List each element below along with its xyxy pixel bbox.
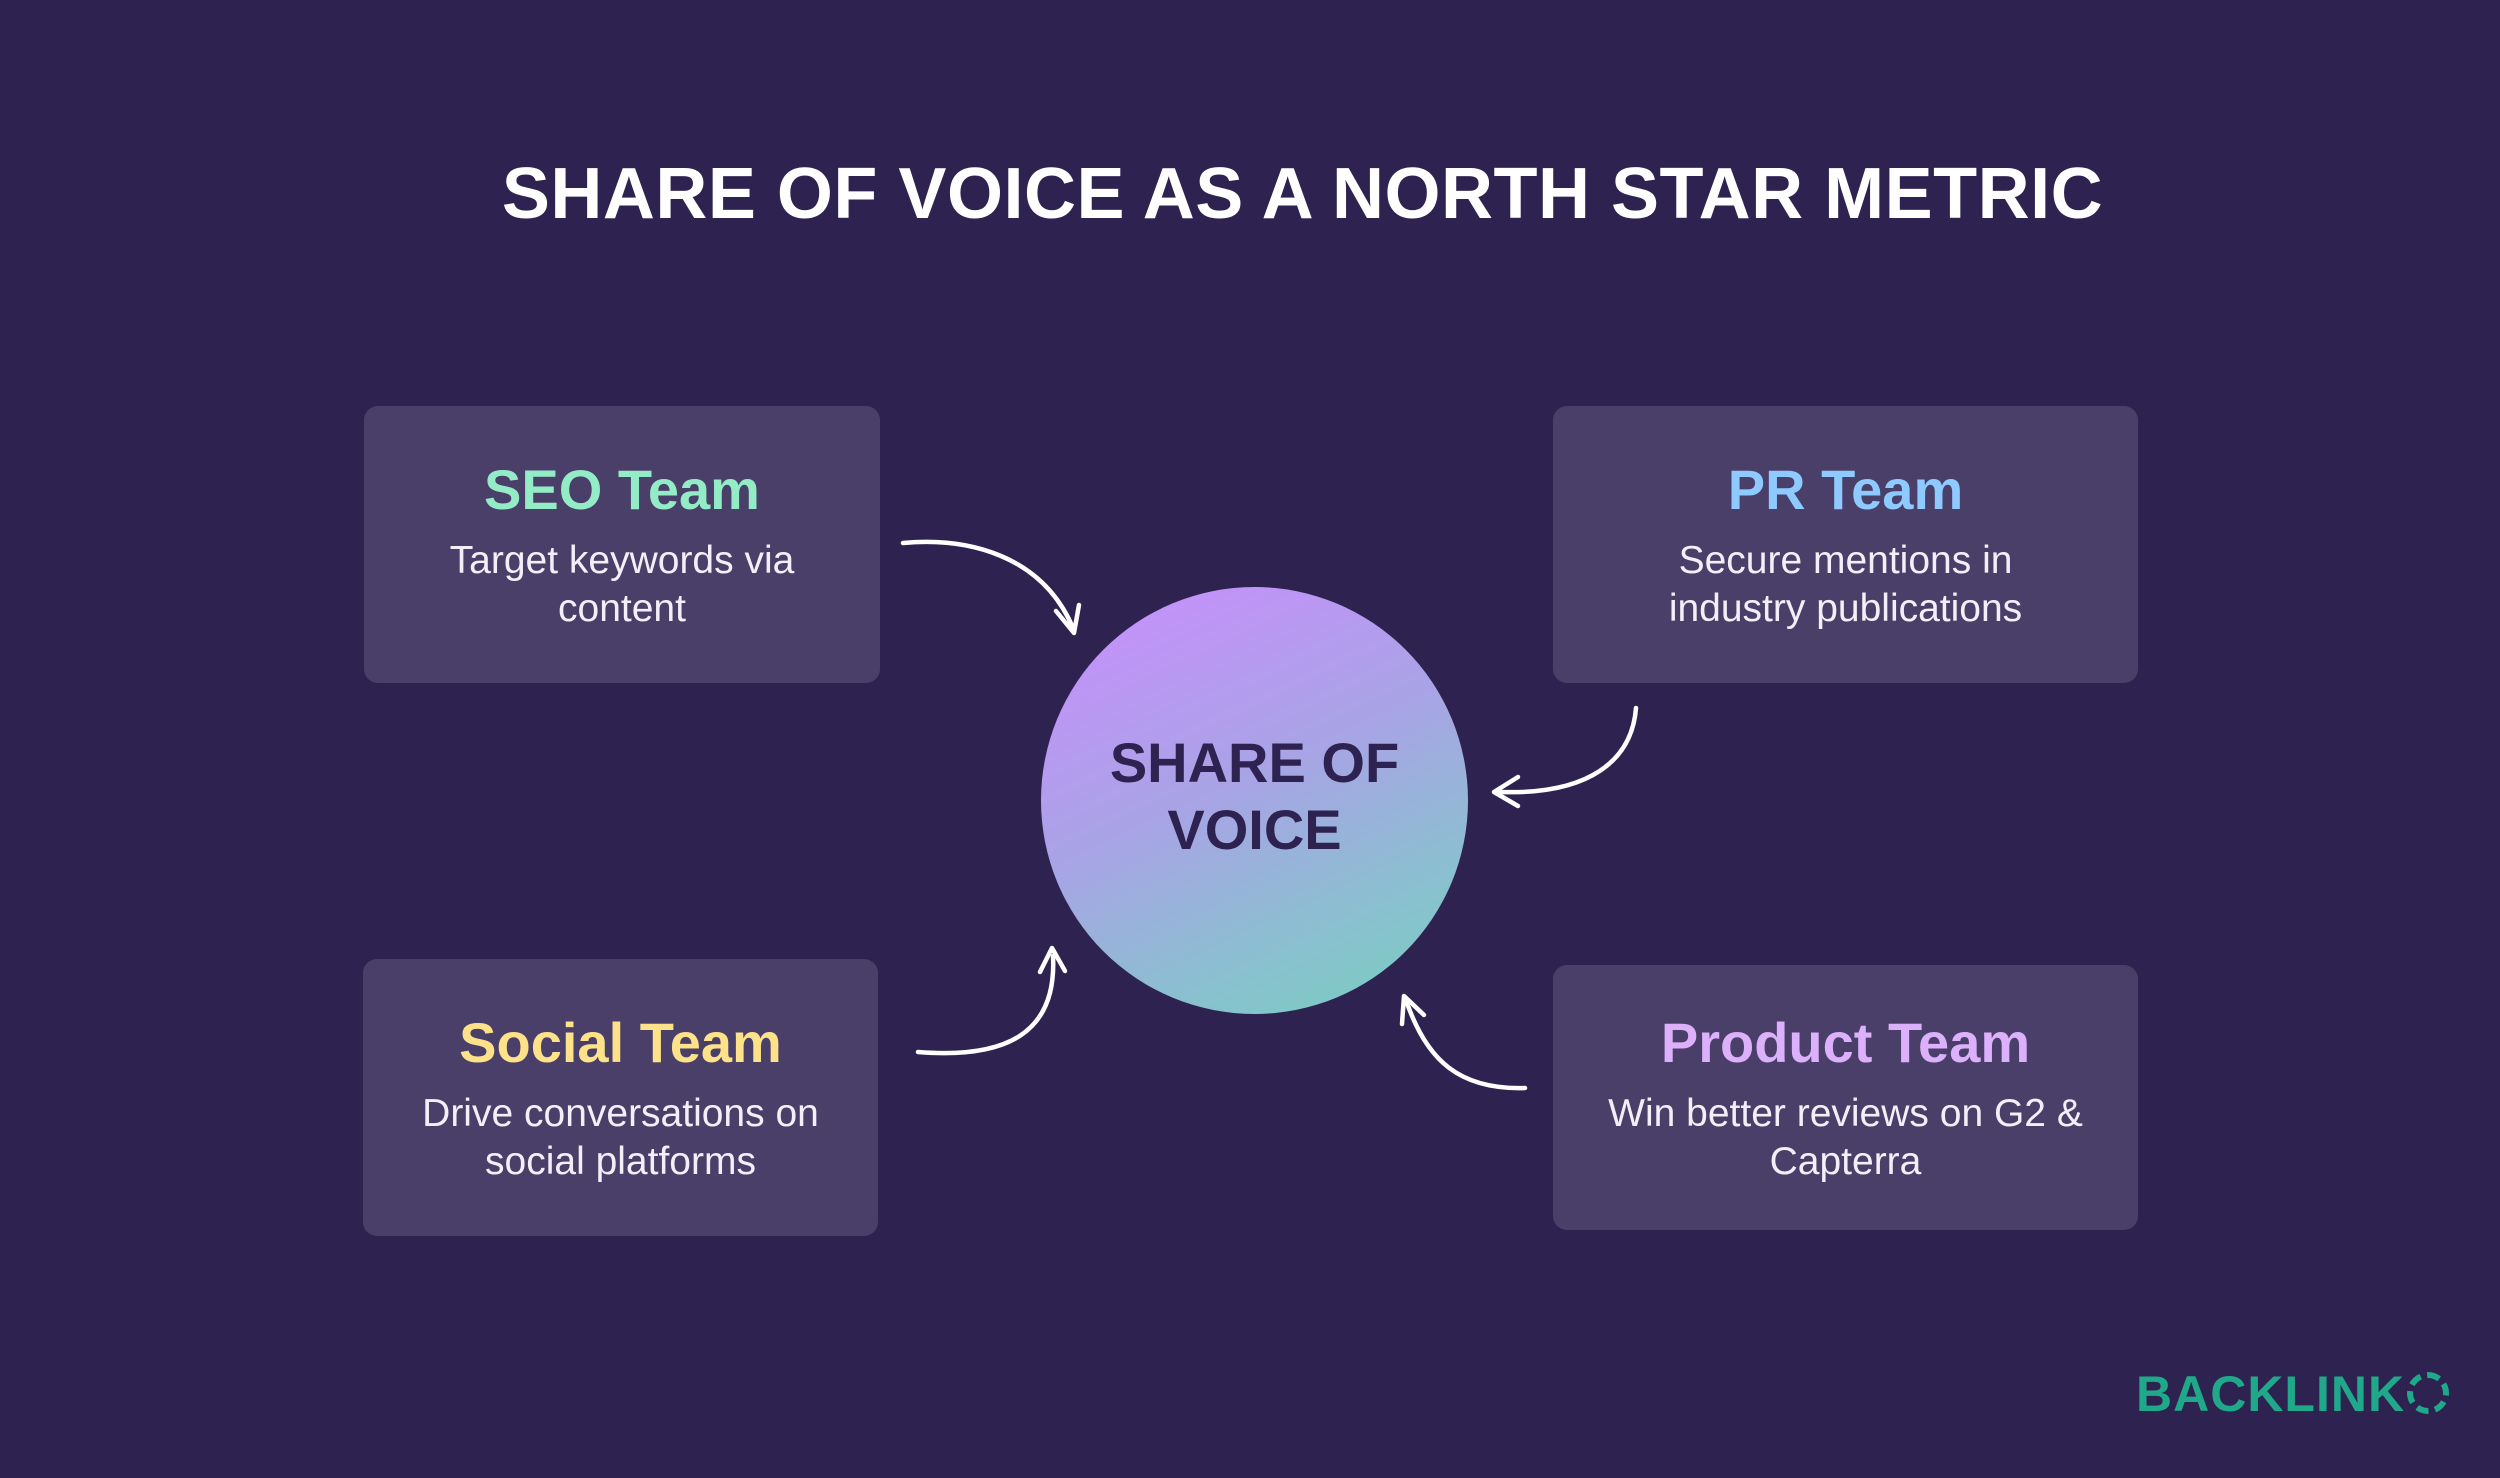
center-circle: SHARE OF VOICE bbox=[1041, 587, 1468, 1014]
card-title-social: Social Team bbox=[459, 1011, 782, 1074]
card-title-seo: SEO Team bbox=[484, 458, 760, 521]
logo-text: BACKLINK bbox=[2136, 1366, 2406, 1422]
center-label: SHARE OF VOICE bbox=[1109, 731, 1400, 861]
arrow-seo-to-center bbox=[900, 539, 1082, 636]
ring-o-icon bbox=[2407, 1372, 2450, 1414]
card-pr-team: PR Team Secure mentions in industry publ… bbox=[1553, 406, 2138, 683]
card-seo-team: SEO Team Target keywords via content bbox=[364, 406, 880, 683]
card-description-product: Win better reviews on G2 & Capterra bbox=[1608, 1092, 2083, 1183]
card-description-social: Drive conversations on social platforms bbox=[422, 1092, 819, 1183]
card-description-pr: Secure mentions in industry publications bbox=[1668, 539, 2023, 630]
arrow-pr-to-center bbox=[1491, 705, 1639, 809]
card-title-pr: PR Team bbox=[1727, 458, 1964, 521]
arrow-product-to-center bbox=[1399, 993, 1528, 1091]
card-social-team: Social Team Drive conversations on socia… bbox=[363, 959, 878, 1236]
card-description-seo: Target keywords via content bbox=[449, 539, 795, 630]
card-title-product: Product Team bbox=[1660, 1011, 2031, 1074]
card-product-team: Product Team Win better reviews on G2 & … bbox=[1553, 965, 2138, 1230]
backlinko-logo: BACKLINK bbox=[2136, 1364, 2450, 1424]
arrow-social-to-center bbox=[915, 945, 1068, 1056]
page-title: SHARE OF VOICE AS A NORTH STAR METRIC bbox=[501, 154, 2104, 234]
